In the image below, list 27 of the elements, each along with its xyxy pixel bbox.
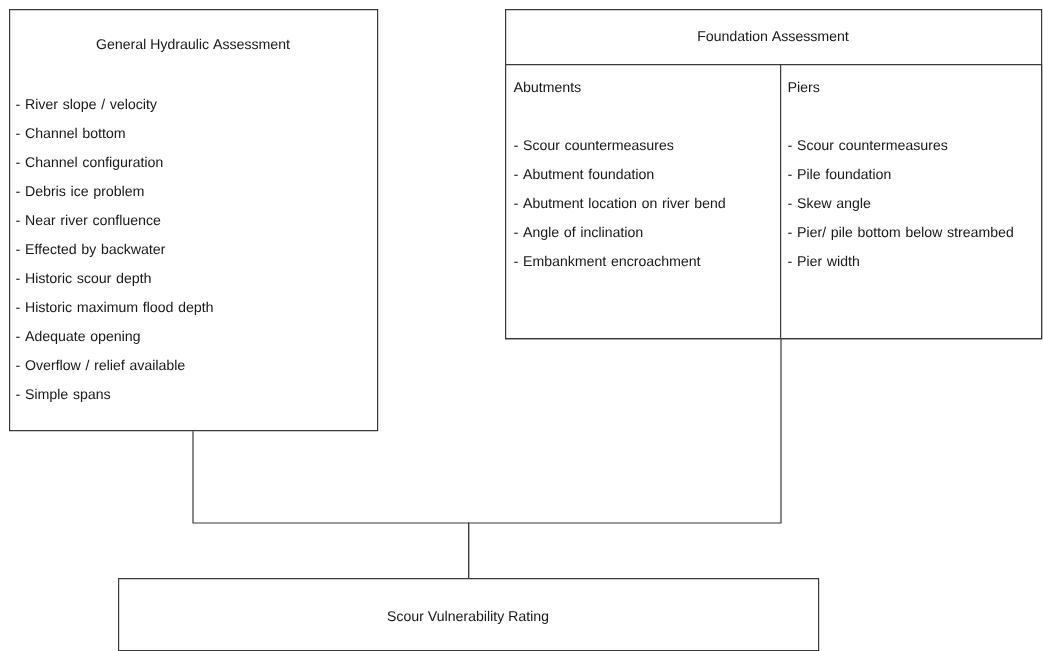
list-item: - Overflow / relief available xyxy=(16,359,185,371)
list-item: - Pier/ pile bottom below streambed xyxy=(788,226,1013,240)
list-item: - Effected by backwater xyxy=(16,243,166,257)
box-heading: Scour Vulnerability Rating xyxy=(387,610,549,624)
list-item: - Angle of inclination xyxy=(514,226,643,240)
list-item: - Near river confluence xyxy=(16,214,161,226)
list-item: - Adequate opening xyxy=(16,330,140,344)
list-item: - Channel bottom xyxy=(16,127,125,139)
box-heading: Foundation Assessment xyxy=(698,30,849,42)
list-item: - Historic scour depth xyxy=(16,272,151,286)
list-item: - Pier width xyxy=(788,255,859,267)
box-heading: Abutments xyxy=(513,81,581,93)
connector-line xyxy=(467,338,782,579)
list-item: - Historic maximum flood depth xyxy=(16,301,213,315)
box-heading: Piers xyxy=(788,81,820,93)
list-item: - River slope / velocity xyxy=(16,98,157,112)
list-item: - Pile foundation xyxy=(788,168,891,180)
list-item: - Skew angle xyxy=(788,197,871,211)
box-heading: General Hydraulic Assessment xyxy=(96,38,290,52)
list-item: - Channel configuration xyxy=(16,156,163,170)
list-item: - Debris ice problem xyxy=(16,185,144,199)
list-item: - Scour countermeasures xyxy=(788,140,948,151)
list-item: - Abutment foundation xyxy=(514,168,654,180)
list-item: - Embankment encroachment xyxy=(514,255,701,267)
list-item: - Abutment location on river bend xyxy=(514,197,725,209)
list-item: - Scour countermeasures xyxy=(514,140,674,151)
list-item: - Simple spans xyxy=(16,388,111,402)
